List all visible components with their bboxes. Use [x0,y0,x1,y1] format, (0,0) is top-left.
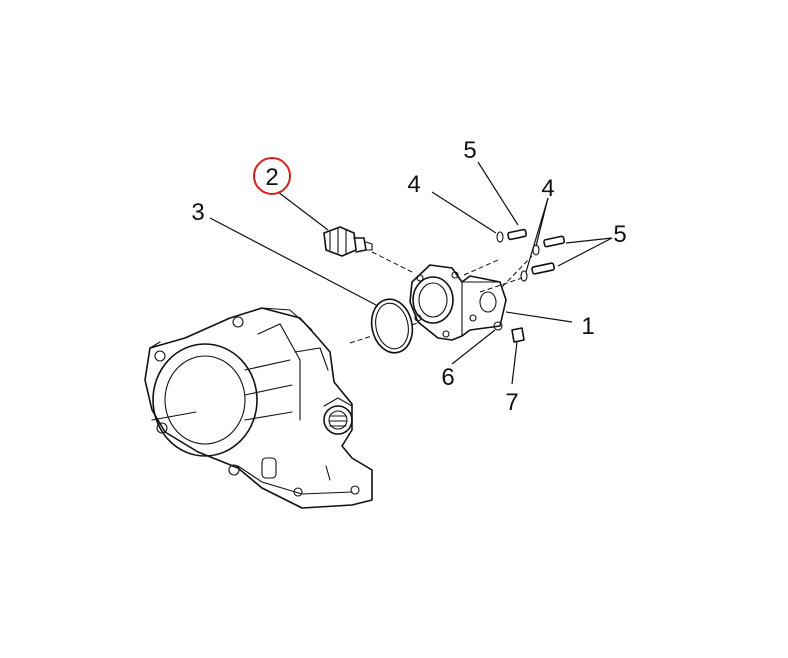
callout-1: 1 [581,313,594,340]
callout-4-right: 4 [541,175,554,202]
callout-2: 2 [265,164,278,191]
callout-3: 3 [191,199,204,226]
o-ring [370,298,414,354]
highlight-circle [253,157,291,195]
callout-5-right: 5 [613,221,626,248]
adapter-bracket [409,264,507,341]
housing [144,307,373,509]
sensor-switch [323,226,373,257]
callout-7: 7 [505,389,518,416]
callout-5-top: 5 [463,137,476,164]
callout-6: 6 [441,364,454,391]
callout-4-left: 4 [407,171,420,198]
center-lines [349,251,533,344]
bolts-and-washers [493,228,566,343]
leader-lines [209,161,613,385]
